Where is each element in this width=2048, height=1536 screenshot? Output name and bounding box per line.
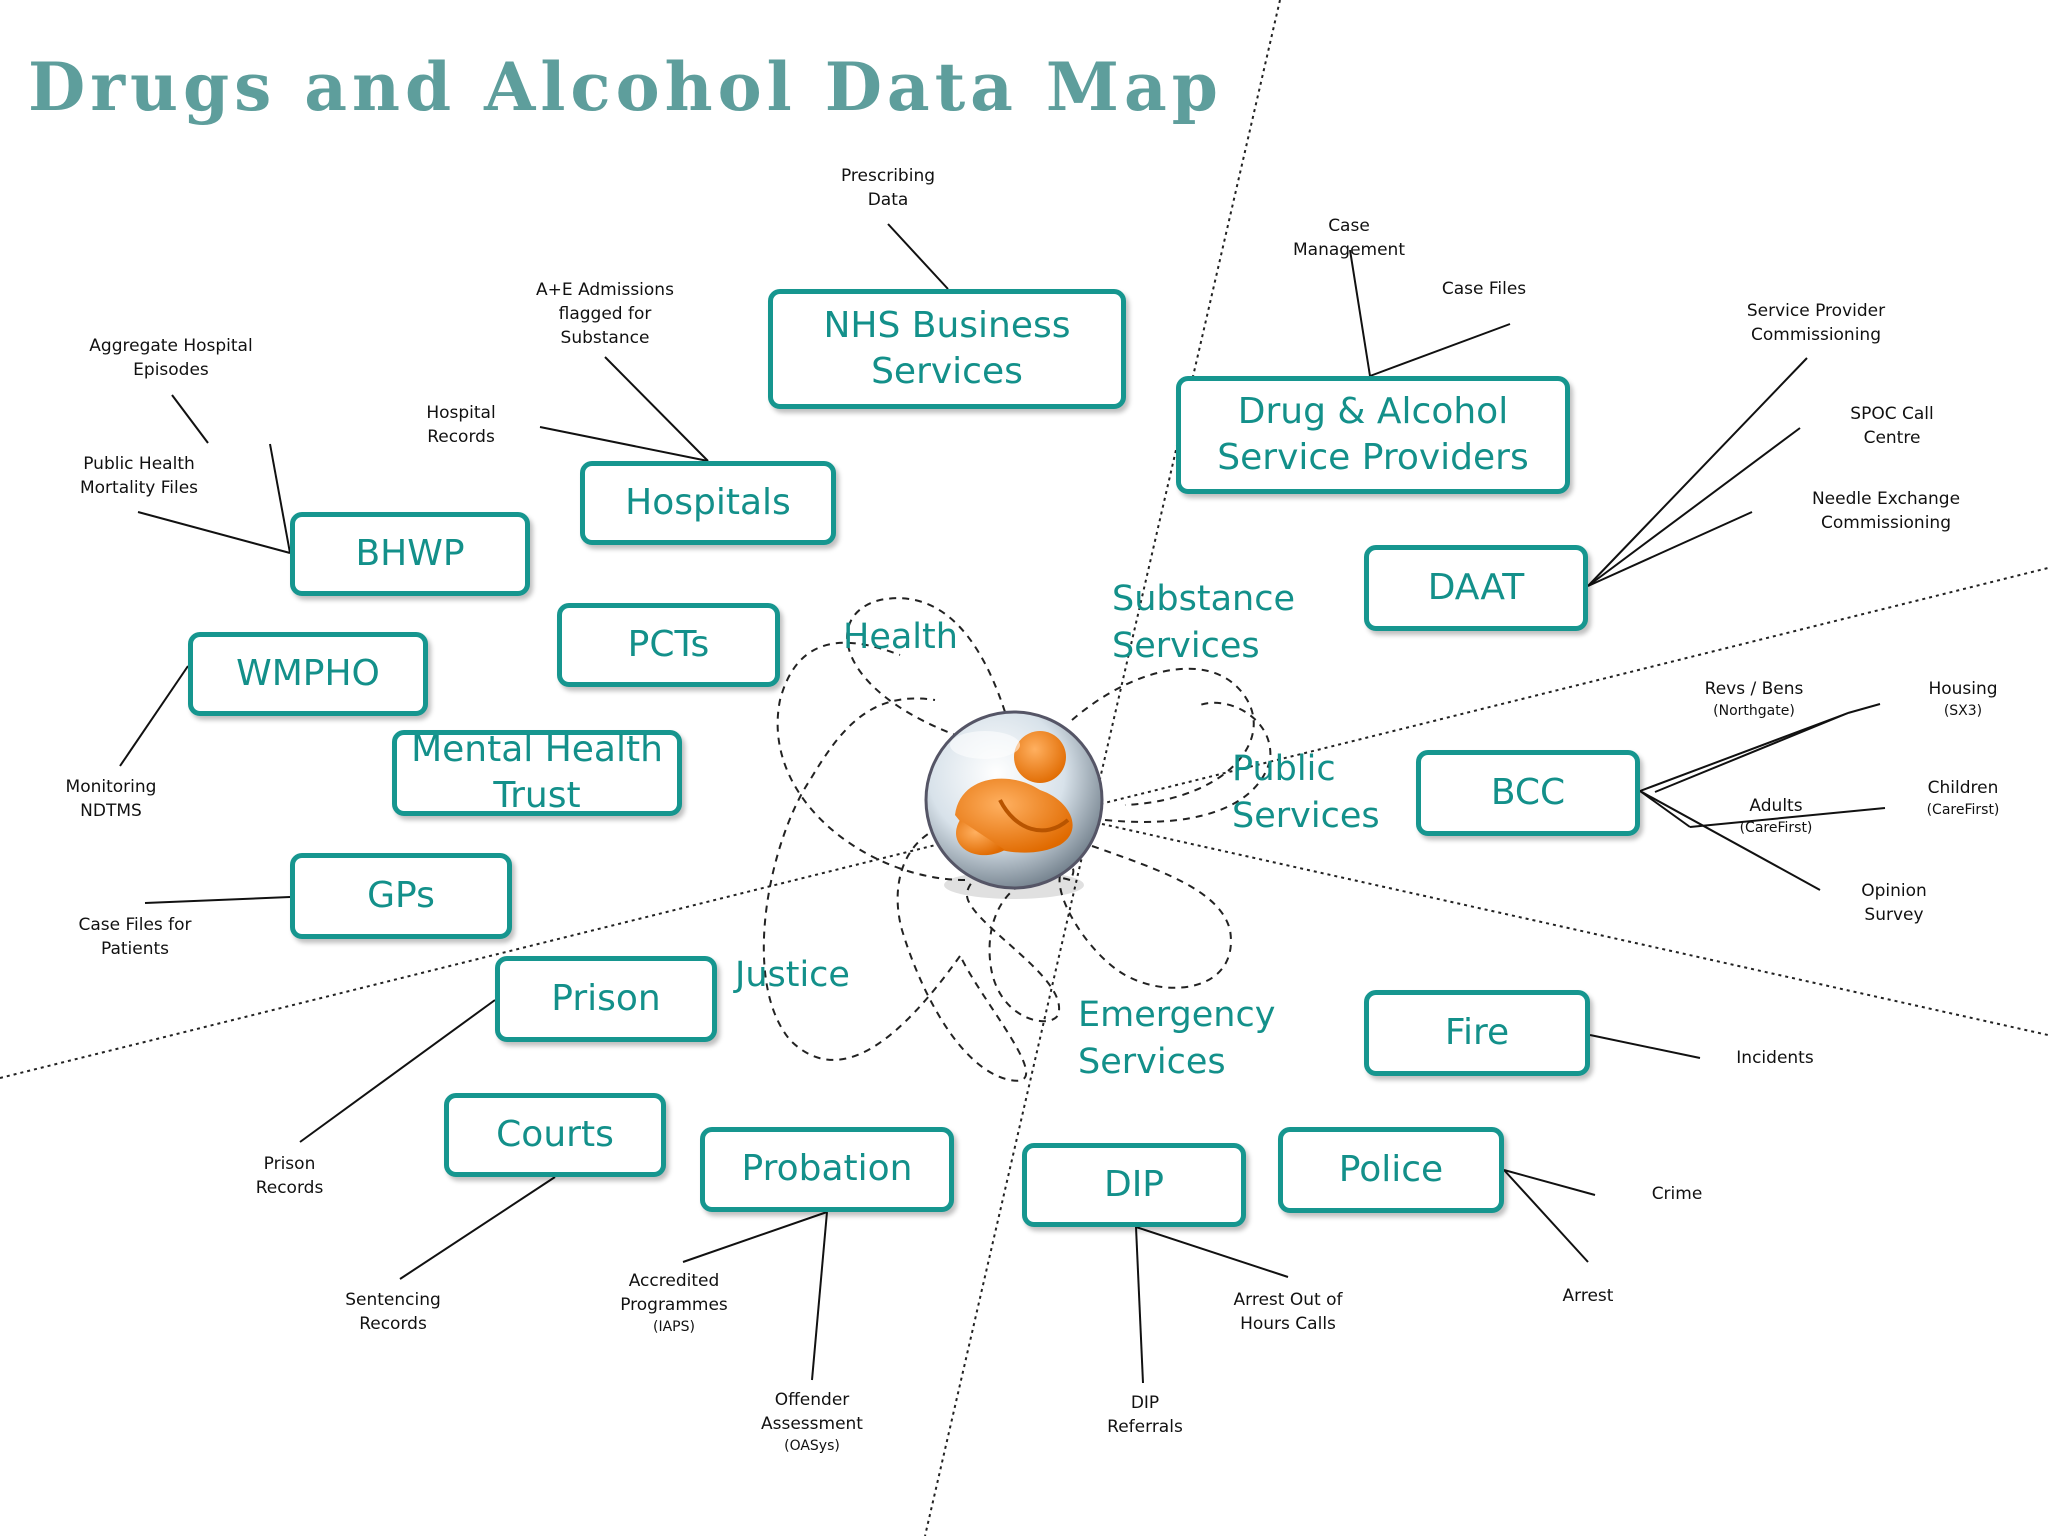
substance-domain-outline (1071, 667, 1255, 806)
org-police[interactable]: Police (1278, 1127, 1504, 1213)
domain-label-health: Health (843, 617, 958, 657)
org-hospitals[interactable]: Hospitals (580, 461, 836, 545)
org-daat[interactable]: DAAT (1364, 545, 1588, 631)
org-pcts[interactable]: PCTs (557, 603, 780, 687)
source-arrest[interactable]: Arrest (1512, 1263, 1664, 1330)
org-probation[interactable]: Probation (700, 1127, 954, 1212)
center-globe-icon (924, 710, 1104, 899)
justice-domain-outline (896, 818, 1027, 1082)
health-domain-outer-outline (762, 697, 961, 1061)
emergency-domain-outline (966, 863, 1071, 1023)
org-gps[interactable]: GPs (290, 853, 512, 939)
quadrant-divider (0, 567, 2048, 1079)
org-fire[interactable]: Fire (1364, 990, 1590, 1076)
source-housing[interactable]: Housing(SX3) (1888, 666, 2038, 734)
source-revs-bens[interactable]: Revs / Bens(Northgate) (1663, 666, 1845, 734)
org-wmpho[interactable]: WMPHO (188, 632, 428, 716)
org-courts[interactable]: Courts (444, 1093, 666, 1177)
source-adults[interactable]: Adults(CareFirst) (1695, 783, 1857, 851)
domain-label-justice: Justice (735, 955, 850, 995)
source-case-files[interactable]: Case Files (1392, 257, 1576, 323)
org-prison[interactable]: Prison (495, 956, 717, 1042)
org-bhwp[interactable]: BHWP (290, 512, 530, 596)
source-children[interactable]: Children(CareFirst) (1886, 765, 2040, 833)
page-title: Drugs and Alcohol Data Map (28, 48, 1223, 126)
quadrant-divider (1101, 823, 2048, 1036)
public-domain-outline (1104, 701, 1272, 823)
source-crime[interactable]: Crime (1596, 1161, 1758, 1228)
health-domain-outline (846, 597, 1006, 746)
source-incidents[interactable]: Incidents (1700, 1025, 1850, 1092)
org-bcc[interactable]: BCC (1416, 750, 1640, 836)
justice-domain-outer-outline (776, 641, 966, 881)
public-domain-lower-outline (1058, 845, 1232, 989)
org-dip[interactable]: DIP (1022, 1143, 1246, 1227)
